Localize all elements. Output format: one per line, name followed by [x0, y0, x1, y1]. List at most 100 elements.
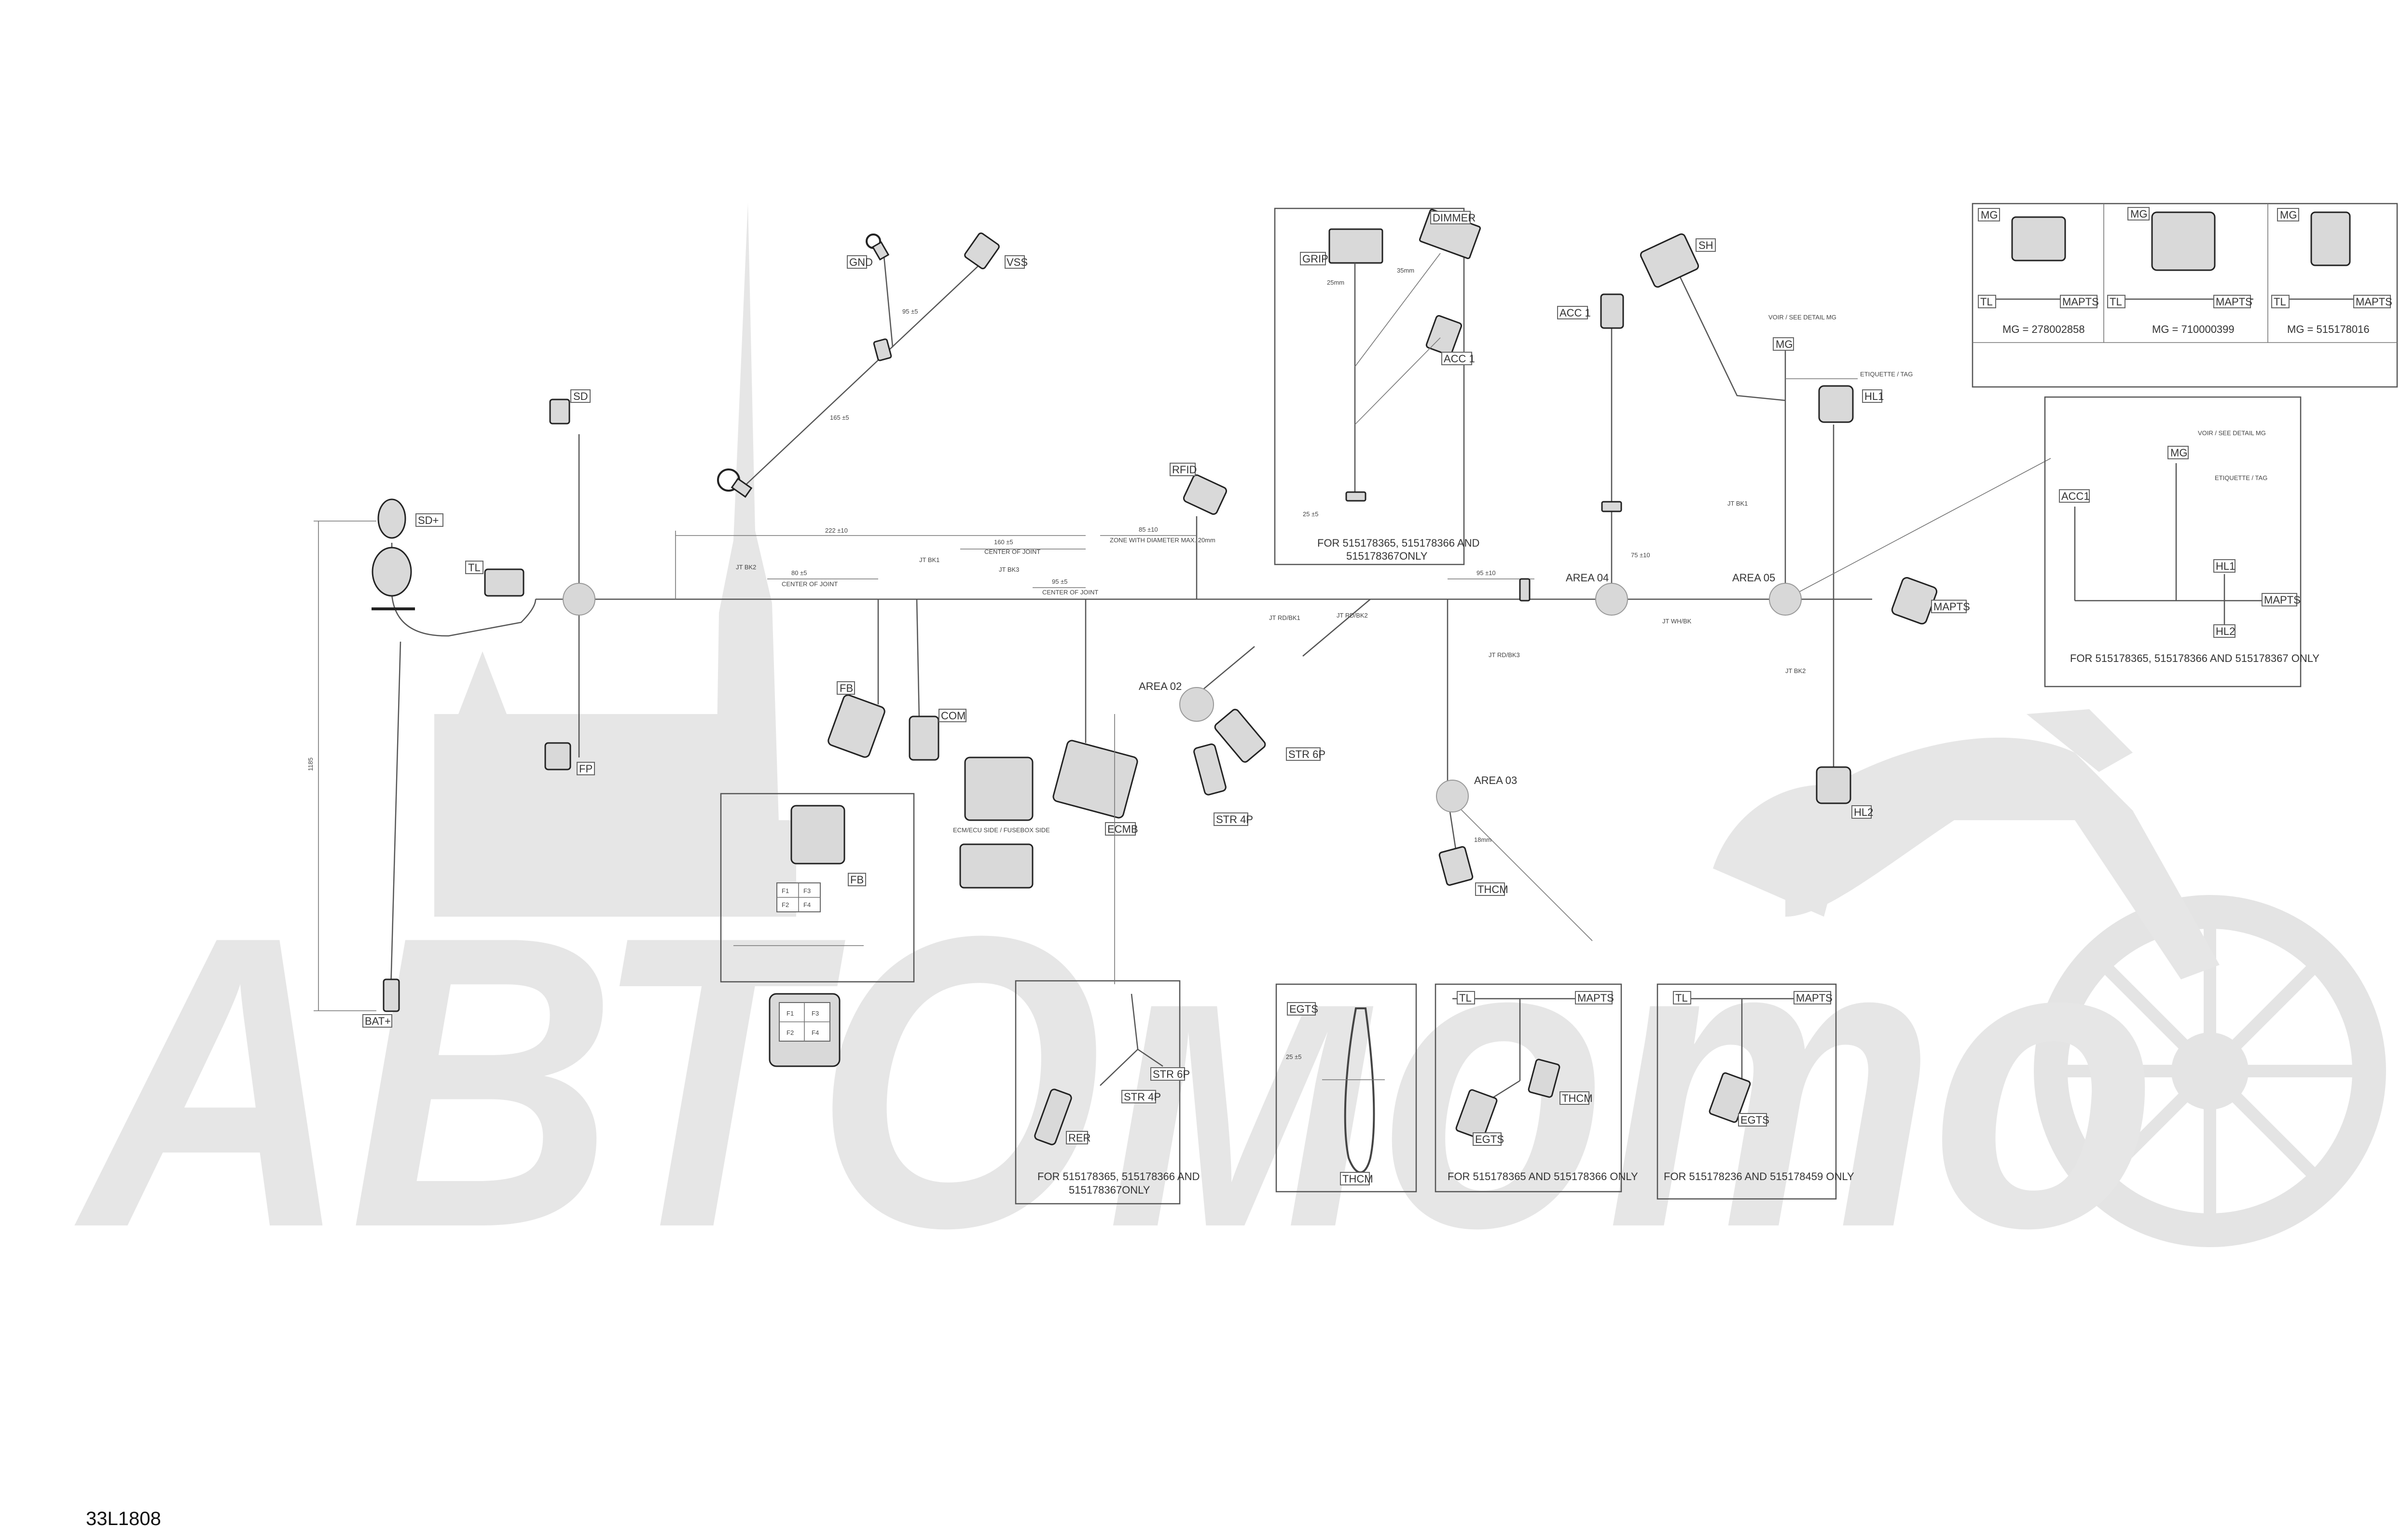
area-05-circle: [1769, 583, 1802, 616]
jt-mark-1: JT BK2: [736, 564, 756, 571]
acc1-connector: ACC 1: [1557, 293, 1624, 512]
egts-inset-egts: EGTS: [1740, 1114, 1769, 1126]
area-05-label: AREA 05: [1732, 572, 1775, 584]
rfid-connector: RFID: [1170, 463, 1227, 515]
sd-label: SD: [573, 390, 588, 402]
hl-mg-note: VOIR / SEE DETAIL MG: [2198, 429, 2266, 437]
tm-inset-egts: EGTS: [1475, 1133, 1504, 1145]
jt-mark-4: JT RD/BK1: [1269, 614, 1300, 621]
mg-cell-1-tl: TL: [1980, 296, 1993, 308]
fb-bottom-cell-2: F3: [812, 1010, 819, 1017]
sd-plus-label: SD+: [418, 514, 439, 526]
inset-thcm-egts: TL MAPTS THCM EGTS FOR 515178365 AND 515…: [1435, 983, 1638, 1193]
fp-connector: FP: [544, 742, 595, 775]
mg-cell-2-caption: MG = 710000399: [2152, 323, 2235, 335]
fb-bottom-cell-1: F1: [787, 1010, 794, 1017]
thcm-label: THCM: [1477, 883, 1508, 895]
grip-note-line1: FOR 515178365, 515178366 AND: [1317, 537, 1479, 549]
dim-zone-note: ZONE WITH DIAMETER MAX. 20mm: [1110, 536, 1215, 544]
inset-grip-dimmer: GRIP DIMMER ACC 1 25mm 35mm 25 ±5 FOR 51…: [1274, 207, 1481, 565]
hl-inset-mg: MG: [2170, 447, 2187, 459]
dim-center-b: 160 ±5: [994, 538, 1013, 546]
watermark: АВТОмото: [70, 203, 2386, 1314]
fb-cell-3: F2: [782, 901, 789, 908]
hl-inset-hl2: HL2: [2216, 625, 2235, 637]
dim-center-label-1: CENTER OF JOINT: [782, 580, 838, 588]
fp-label: FP: [579, 763, 593, 775]
hl1-connector: HL1: [1818, 385, 1884, 423]
mg-detail-table: MG TL MAPTS MG = 278002858 MG TL MAPTS M…: [1972, 203, 2398, 388]
thcm-inset-egts: EGTS: [1289, 1003, 1318, 1015]
dim-main-4: 1185: [307, 757, 314, 771]
dim-center-c: 95 ±5: [1052, 578, 1067, 585]
dim-area05: 75 ±10: [1631, 551, 1650, 559]
connectors: GND VSS SD SD+ TL: [362, 232, 1970, 1028]
bat-plus-label: BAT+: [365, 1015, 391, 1027]
fb-cell-2: F3: [803, 887, 811, 894]
mapts-connector: MAPTS: [1891, 577, 1970, 625]
egts-inset-mapts: MAPTS: [1796, 992, 1833, 1004]
egts-inset-tl: TL: [1675, 992, 1688, 1004]
sd-connector: SD: [549, 389, 591, 425]
fb-label: FB: [840, 682, 853, 694]
inset-fb: FB F1 F3 F2 F4: [720, 793, 915, 983]
mg-cell-2-mapts: MAPTS: [2216, 296, 2252, 308]
str-6p-connector: STR 6P: [1214, 709, 1325, 763]
mapts-label: MAPTS: [1933, 601, 1970, 613]
tm-inset-thcm: THCM: [1562, 1092, 1593, 1104]
jt-mark-8: JT BK1: [1727, 500, 1748, 507]
jt-mark-2: JT BK1: [919, 556, 939, 564]
dimmer-label: DIMMER: [1433, 212, 1476, 224]
mg-label: MG: [1776, 338, 1793, 350]
area-04-label: AREA 04: [1566, 572, 1609, 584]
str-4p-label: STR 4P: [1216, 813, 1253, 825]
inline-splice-2: [1519, 578, 1531, 602]
thcm-connector: THCM: [1438, 846, 1508, 896]
thcm-dim: 25 ±5: [1286, 1053, 1301, 1060]
fb-cell-1: F1: [782, 887, 789, 894]
grip-label: GRIP: [1302, 253, 1328, 265]
thcm-inset-thcm: THCM: [1342, 1173, 1373, 1185]
dim-main-2: 95 ±5: [902, 308, 918, 315]
thcm-18mm: 18mm: [1474, 836, 1491, 843]
fb-cell-4: F4: [803, 901, 811, 908]
tm-inset-note: FOR 515178365 AND 515178366 ONLY: [1448, 1170, 1638, 1182]
str-4p-connector: STR 4P: [1193, 743, 1253, 826]
jt-mark-3: JT BK3: [999, 566, 1019, 573]
grip-acc1-label: ACC 1: [1444, 353, 1475, 365]
jt-mark-9: JT BK2: [1785, 667, 1806, 674]
fb-bottom-cell-3: F2: [787, 1029, 794, 1036]
dim-main-1: 222 ±10: [825, 527, 848, 534]
hl1-label: HL1: [1864, 390, 1884, 402]
jt-mark-7: JT WH/BK: [1662, 618, 1692, 625]
inset-rer: STR 6P STR 4P RER FOR 515178365, 5151783…: [1015, 714, 1200, 1205]
rer-note-line1: FOR 515178365, 515178366 AND: [1037, 1170, 1200, 1182]
dim-center-label-3: CENTER OF JOINT: [1042, 589, 1098, 596]
mg-note: VOIR / SEE DETAIL MG: [1768, 314, 1836, 321]
dim-main-3: 165 ±5: [830, 414, 849, 421]
vss-connector: VSS: [964, 232, 1028, 270]
hl-etiquette: ETIQUETTE / TAG: [2215, 474, 2267, 481]
fb-bottom-cell-4: F4: [812, 1029, 819, 1036]
inset-thcm-probe: EGTS 25 ±5 THCM: [1275, 983, 1417, 1193]
mg-cell-3-tl: TL: [2274, 296, 2286, 308]
ecmb-connector: ECMB: [959, 740, 1138, 889]
mg-cell-3-mg: MG: [2280, 209, 2297, 221]
hl2-label: HL2: [1854, 806, 1873, 818]
area-04-circle: [1595, 583, 1628, 616]
mg-cell-3-caption: MG = 515178016: [2287, 323, 2370, 335]
vss-label: VSS: [1007, 256, 1028, 268]
rer-note-line2: 515178367ONLY: [1069, 1184, 1150, 1196]
inset-egts: TL MAPTS EGTS FOR 515178236 AND 51517845…: [1656, 983, 1854, 1200]
sh-connector: SH: [1640, 233, 1716, 288]
rfid-label: RFID: [1172, 464, 1197, 476]
mg-cell-3-mapts: MAPTS: [2356, 296, 2392, 308]
area-02-circle: [1179, 687, 1214, 722]
grip-25mm: 25mm: [1327, 279, 1344, 286]
com-connector: COM: [909, 709, 966, 761]
area-splice-main: [563, 583, 595, 616]
acc1-label: ACC 1: [1559, 307, 1591, 319]
mg-cell-1-mg: MG: [1981, 209, 1998, 221]
dim-center-a: 80 ±5: [791, 569, 807, 577]
ecmb-label: ECMB: [1107, 823, 1138, 835]
